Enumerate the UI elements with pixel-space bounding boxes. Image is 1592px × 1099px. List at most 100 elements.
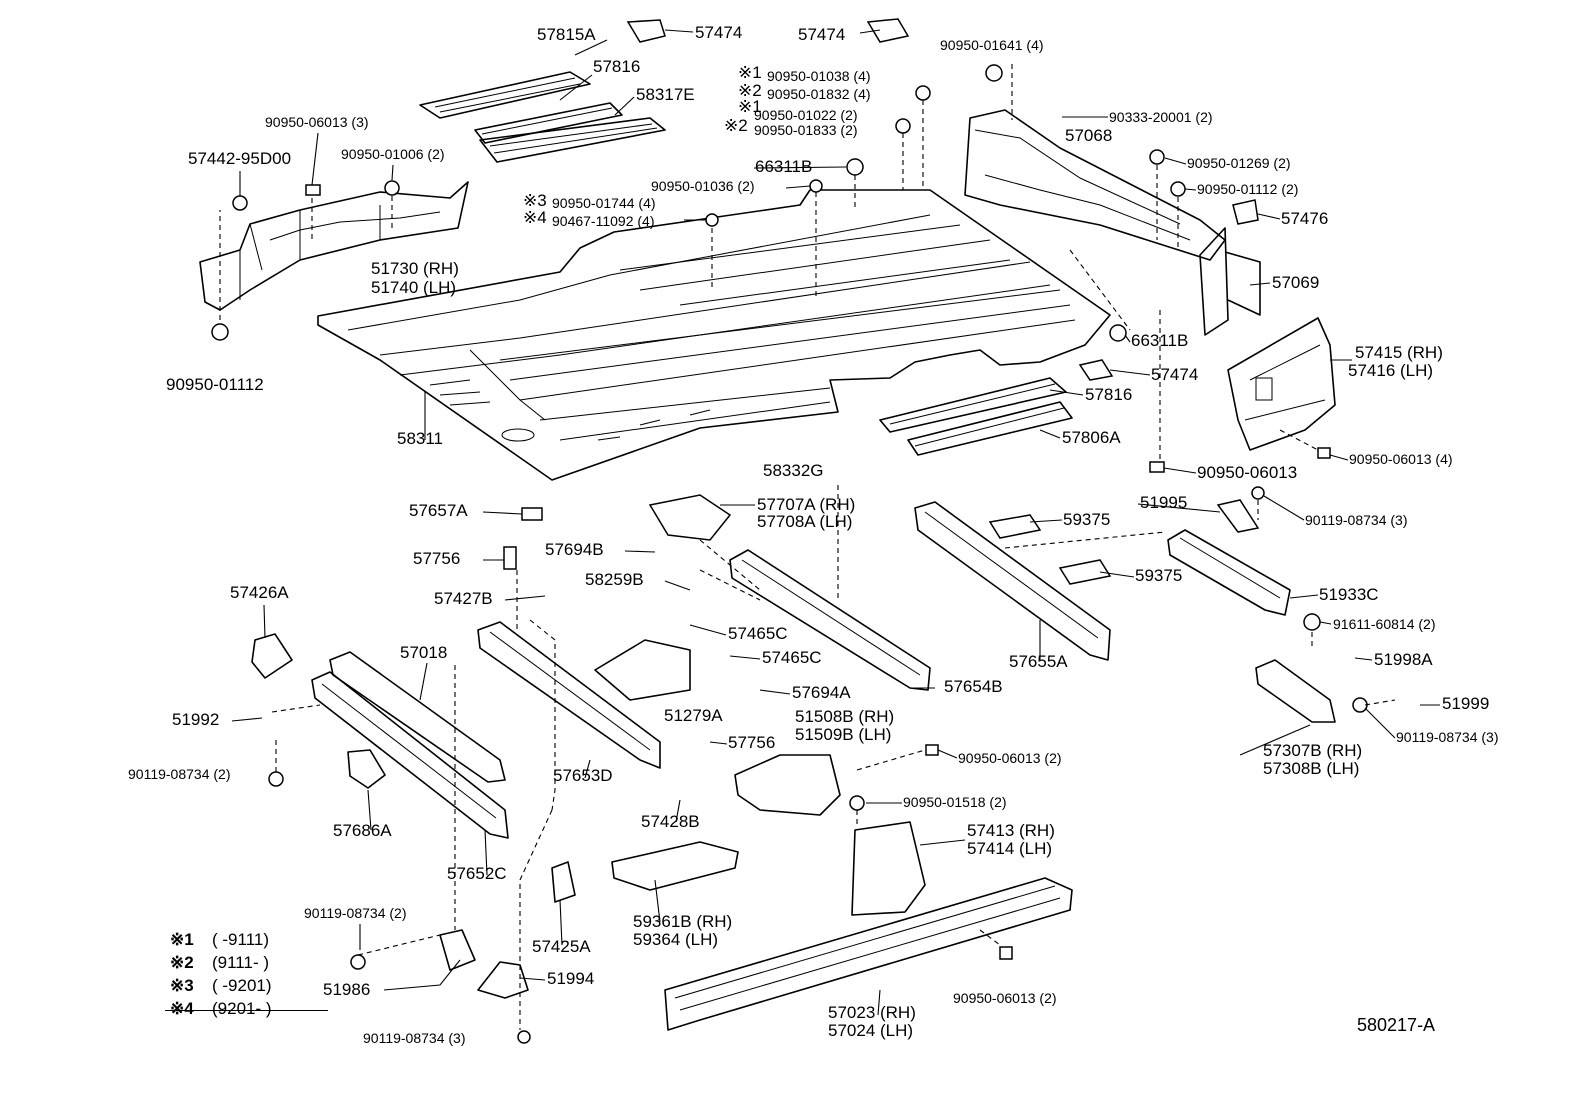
callout-label: 90950-01038 (4) [767,68,871,84]
callout-label: 57816 [593,57,640,76]
callout-label: 51992 [172,710,219,729]
beam-57655A [914,501,1111,661]
callout-label: 58259B [585,570,644,589]
callout-label: 90119-08734 (2) [128,766,230,782]
legend-range: (9111- ) [212,953,270,972]
callout-label: 51994 [547,969,594,988]
callout-label: 51508B (RH) [795,707,894,726]
dashed-lines [219,64,1396,1030]
callout-label: 90467-11092 (4) [552,213,654,229]
callout-label: ※1 [738,97,762,116]
legend-row: ※1 ( -9111) [170,928,330,951]
callout-label: 57414 (LH) [967,839,1052,858]
legend-row: ※2 (9111- ) [170,951,330,974]
legend-underline [165,1010,328,1011]
bracket-51995 [1216,499,1260,533]
callout-label: 90950-06013 [1197,463,1297,482]
callout-label: 51986 [323,980,370,999]
callout-label: 57069 [1272,273,1319,292]
callout-label: 51933C [1319,585,1379,604]
bracket-57307B [1255,659,1336,723]
callout-label: 51999 [1442,694,1489,713]
callout-label: 91611-60814 (2) [1333,616,1435,632]
callout-label: 90950-01518 (2) [903,794,1007,810]
bracket-57426A [251,633,293,679]
beam-57654B [729,549,931,691]
callout-label: 51279A [664,706,723,725]
callout-label: ※2 [738,81,762,100]
callout-label: 90950-01006 (2) [341,146,445,162]
callout-label: ※1 [738,63,762,82]
callout-label: 57806A [1062,428,1121,447]
callout-label: 58332G [763,461,824,480]
beam-51933C [1167,529,1291,616]
callout-label: 90119-08734 (3) [363,1030,465,1046]
callout-label: 51998A [1374,650,1433,669]
rail-57816-top [474,102,623,144]
callout-label: 57474 [1151,365,1198,384]
panel-57415 [1227,317,1336,451]
callout-label: 57465C [728,624,788,643]
callout-label: 51740 (LH) [371,278,456,297]
callout-label: 58317E [636,85,695,104]
callout-label: 90950-01036 (2) [651,178,755,194]
callout-label: 90950-01832 (4) [767,86,871,102]
callout-label: 66311B [755,157,812,176]
callout-label: 57465C [762,648,822,667]
callout-label: 51730 (RH) [371,259,459,278]
callout-label: ※4 [523,208,547,227]
bracket-51508B [734,754,841,816]
callout-label: 90950-06013 (4) [1349,451,1453,467]
callout-label: 57707A (RH) [757,495,855,514]
callout-label: 57442-95D00 [188,149,291,168]
legend-key: ※1 [170,930,194,949]
callout-label: 57416 (LH) [1348,361,1433,380]
callout-label: 57023 (RH) [828,1003,916,1022]
bracket-57707A [648,494,732,541]
legend-range: ( -9201) [212,976,272,995]
callout-label: 90950-01641 (4) [940,37,1044,53]
callout-label: 90950-06013 (3) [265,114,369,130]
bracket-59375-b [1058,559,1112,585]
callout-label: 57654B [944,677,1003,696]
callout-label: 57655A [1009,652,1068,671]
callout-label: 57476 [1281,209,1328,228]
callout-label: 90950-01269 (2) [1187,155,1291,171]
bracket-51994 [477,961,529,999]
callout-label: 90950-01833 (2) [754,122,858,138]
callout-label: 57756 [413,549,460,568]
bracket-57474-c [1078,359,1114,381]
callout-label: 57816 [1085,385,1132,404]
legend-key: ※4 [170,999,194,1018]
callout-label: 57413 (RH) [967,821,1055,840]
hardware-markers [211,64,1368,1044]
callout-label: 57686A [333,821,392,840]
callout-label: 57694A [792,683,851,702]
callout-label: 59361B (RH) [633,912,732,931]
bracket-51986 [439,929,476,971]
rail-57653D [477,621,661,769]
rocker-57023 [664,877,1073,1031]
rail-57806A [907,401,1073,456]
callout-label: 90119-08734 (3) [1396,729,1498,745]
callout-label: 57426A [230,583,289,602]
legend-row: ※4(9201- ) [170,997,330,1020]
rail-58317E [479,117,666,163]
callout-label: 90119-08734 (3) [1305,512,1407,528]
callout-label: ※3 [523,191,547,210]
callout-label: 90950-06013 (2) [958,750,1062,766]
diagram-code: 580217-A [1357,1015,1436,1035]
callout-label: 57425A [532,937,591,956]
bracket-57474-b [866,18,910,43]
legend-key: ※2 [170,953,194,972]
callout-label: 51995 [1140,493,1187,512]
bracket-57476 [1232,199,1259,225]
callout-label: 59364 (LH) [633,930,718,949]
callout-label: 90950-01022 (2) [754,107,858,123]
callout-label: 90119-08734 (2) [304,905,406,921]
floor-pan-58311 [317,189,1111,481]
legend-range: ( -9111) [212,930,270,949]
callout-label: 90950-06013 (2) [953,990,1057,1006]
